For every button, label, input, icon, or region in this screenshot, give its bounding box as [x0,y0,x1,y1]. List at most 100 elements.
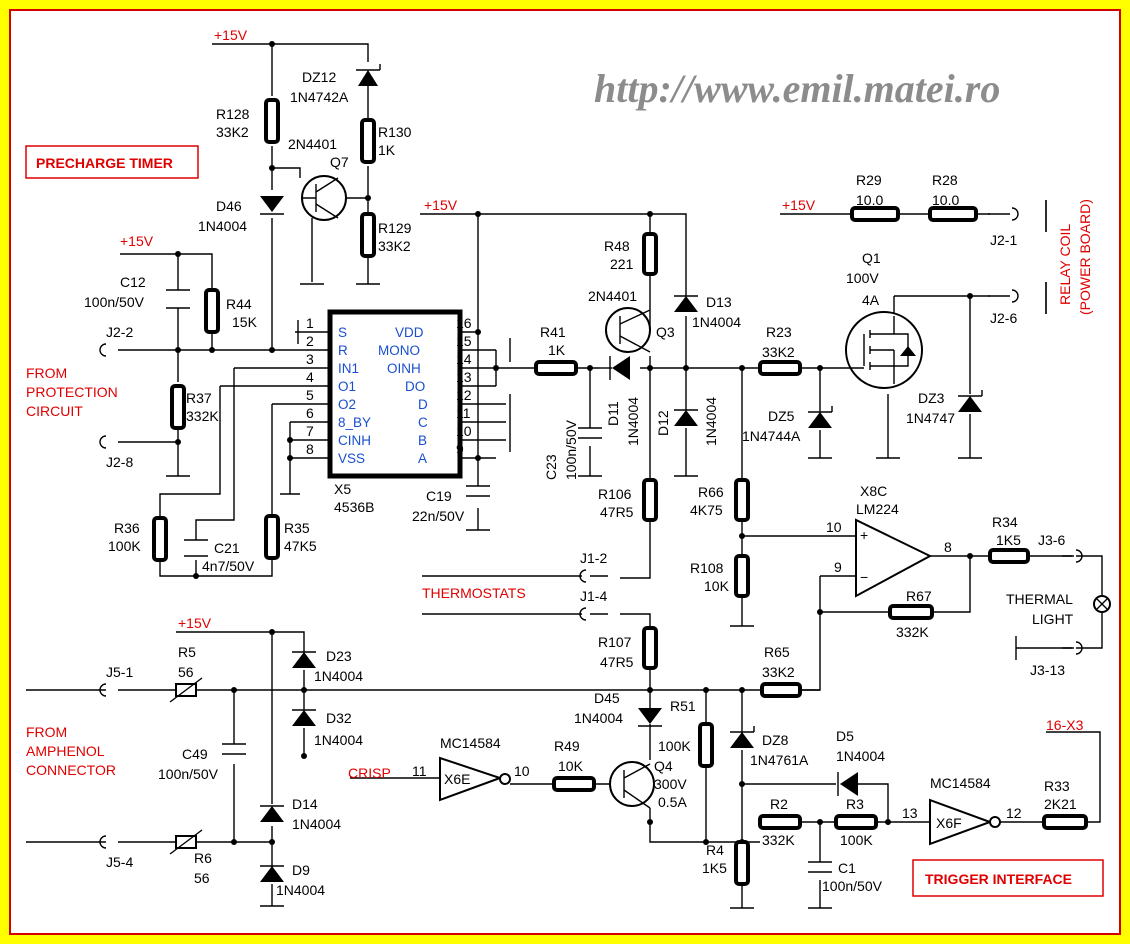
ic-sig-do: DO [405,379,425,394]
r65-val: 33K2 [762,664,795,680]
conn-j3-13: J3-13 [1030,662,1065,678]
gate-e-part: MC14584 [440,735,501,751]
d11-ref: D11 [605,401,621,426]
r67-ref: R67 [906,588,932,604]
rail-15v-top: +15V [214,27,248,43]
r4-ref: R4 [706,842,724,858]
r28-val: 10.0 [932,192,959,208]
c23-val: 100n/50V [563,419,579,480]
r28-ref: R28 [932,172,958,188]
r107-val: 47R5 [600,654,634,670]
q3-ref: Q3 [656,324,675,340]
dz8-val: 1N4761A [750,752,809,768]
resistor-bodies [152,98,1088,886]
d12-val: 1N4004 [703,397,719,446]
ic-sig-8by: 8_BY [338,415,371,430]
r48-val: 221 [610,256,634,272]
conn-j2-2: J2-2 [106,324,133,340]
r2-ref: R2 [770,796,788,812]
r2-val: 332K [762,832,795,848]
ic-sig-o2: O2 [338,397,356,412]
r51-ref: R51 [670,698,696,714]
transistor-symbols [301,175,923,809]
gate-f-pin-out: 12 [1006,805,1022,821]
trigger-interface-label: TRIGGER INTERFACE [925,871,1072,887]
d14-val: 1N4004 [292,816,341,832]
dz3-ref: DZ3 [918,390,945,406]
d5-ref: D5 [836,728,854,744]
ic-sig-in1: IN1 [338,361,359,376]
ic-sig-b: B [418,433,427,448]
r129-val: 33K2 [378,238,411,254]
r128-val: 33K2 [216,124,249,140]
r51-val: 100K [658,738,691,754]
r4-val: 1K5 [702,860,727,876]
ic-sig-mono: MONO [378,343,420,358]
r108-ref: R108 [690,560,724,576]
ic-pin-2: 2 [306,333,314,349]
r36-val: 100K [108,538,141,554]
d14-ref: D14 [292,796,318,812]
r65-ref: R65 [764,644,790,660]
ic-pin-10: 10 [456,423,472,439]
c49-ref: C49 [182,746,208,762]
r23-val: 33K2 [762,344,795,360]
note-relay-coil: RELAY COIL [1057,224,1073,305]
r106-val: 47R5 [600,504,634,520]
c12-ref: C12 [120,274,146,290]
conn-j5-4: J5-4 [106,854,133,870]
d23-val: 1N4004 [314,668,363,684]
c1-ref: C1 [838,860,856,876]
d5-val: 1N4004 [836,748,885,764]
d32-ref: D32 [326,710,352,726]
d32-val: 1N4004 [314,732,363,748]
r5-ref: R5 [178,644,196,660]
ic-sig-o1: O1 [338,379,356,394]
c23-ref: C23 [543,454,559,480]
q1-val2: 4A [862,292,880,308]
gate-e-ref: X6E [444,771,470,787]
r66-ref: R66 [698,484,724,500]
note-amphenol-3: CONNECTOR [26,762,116,778]
r33-ref: R33 [1044,778,1070,794]
r49-val: 10K [558,758,584,774]
ic-pin-9: 9 [456,441,464,457]
r35-ref: R35 [284,520,310,536]
q4-val2: 0.5A [658,794,687,810]
ic-pin-11: 11 [456,405,471,421]
ic-pin-5: 5 [306,387,314,403]
diode-symbols [260,64,983,882]
c21-val: 4n7/50V [202,558,255,574]
d23-ref: D23 [326,648,352,664]
gate-f-ref: X6F [936,815,962,831]
ic-x5-part: 4536B [334,499,374,515]
capacitor-plates [166,289,832,873]
ic-sig-a: A [418,451,427,466]
r106-ref: R106 [598,486,632,502]
r3-ref: R3 [846,796,864,812]
d45-val: 1N4004 [574,710,623,726]
r44-ref: R44 [226,296,252,312]
ic-sig-cinh: CINH [338,433,371,448]
ic-sig-d: D [418,397,428,412]
ic-pin-13: 13 [456,369,472,385]
r29-val: 10.0 [856,192,883,208]
gate-f-part: MC14584 [930,775,991,791]
r108-val: 10K [704,578,730,594]
ic-pin-12: 12 [456,387,472,403]
r66-val: 4K75 [690,502,723,518]
trigger-interface-box [912,859,1104,897]
r23-ref: R23 [766,324,792,340]
r129-ref: R129 [378,220,412,236]
ic-pin-6: 6 [306,405,314,421]
gate-x6e-bubble [499,773,511,785]
d12-ref: D12 [655,410,671,436]
conn-j2-6: J2-6 [990,310,1017,326]
gate-x6f-bubble [989,816,1001,828]
r35-val: 47K5 [284,538,317,554]
opamp-plus-sign: + [860,527,868,543]
note-crisp: CRISP [348,765,391,781]
note-protection-1: FROM [26,365,67,381]
r41-val: 1K [548,342,566,358]
ic-sig-vss: VSS [338,451,365,466]
